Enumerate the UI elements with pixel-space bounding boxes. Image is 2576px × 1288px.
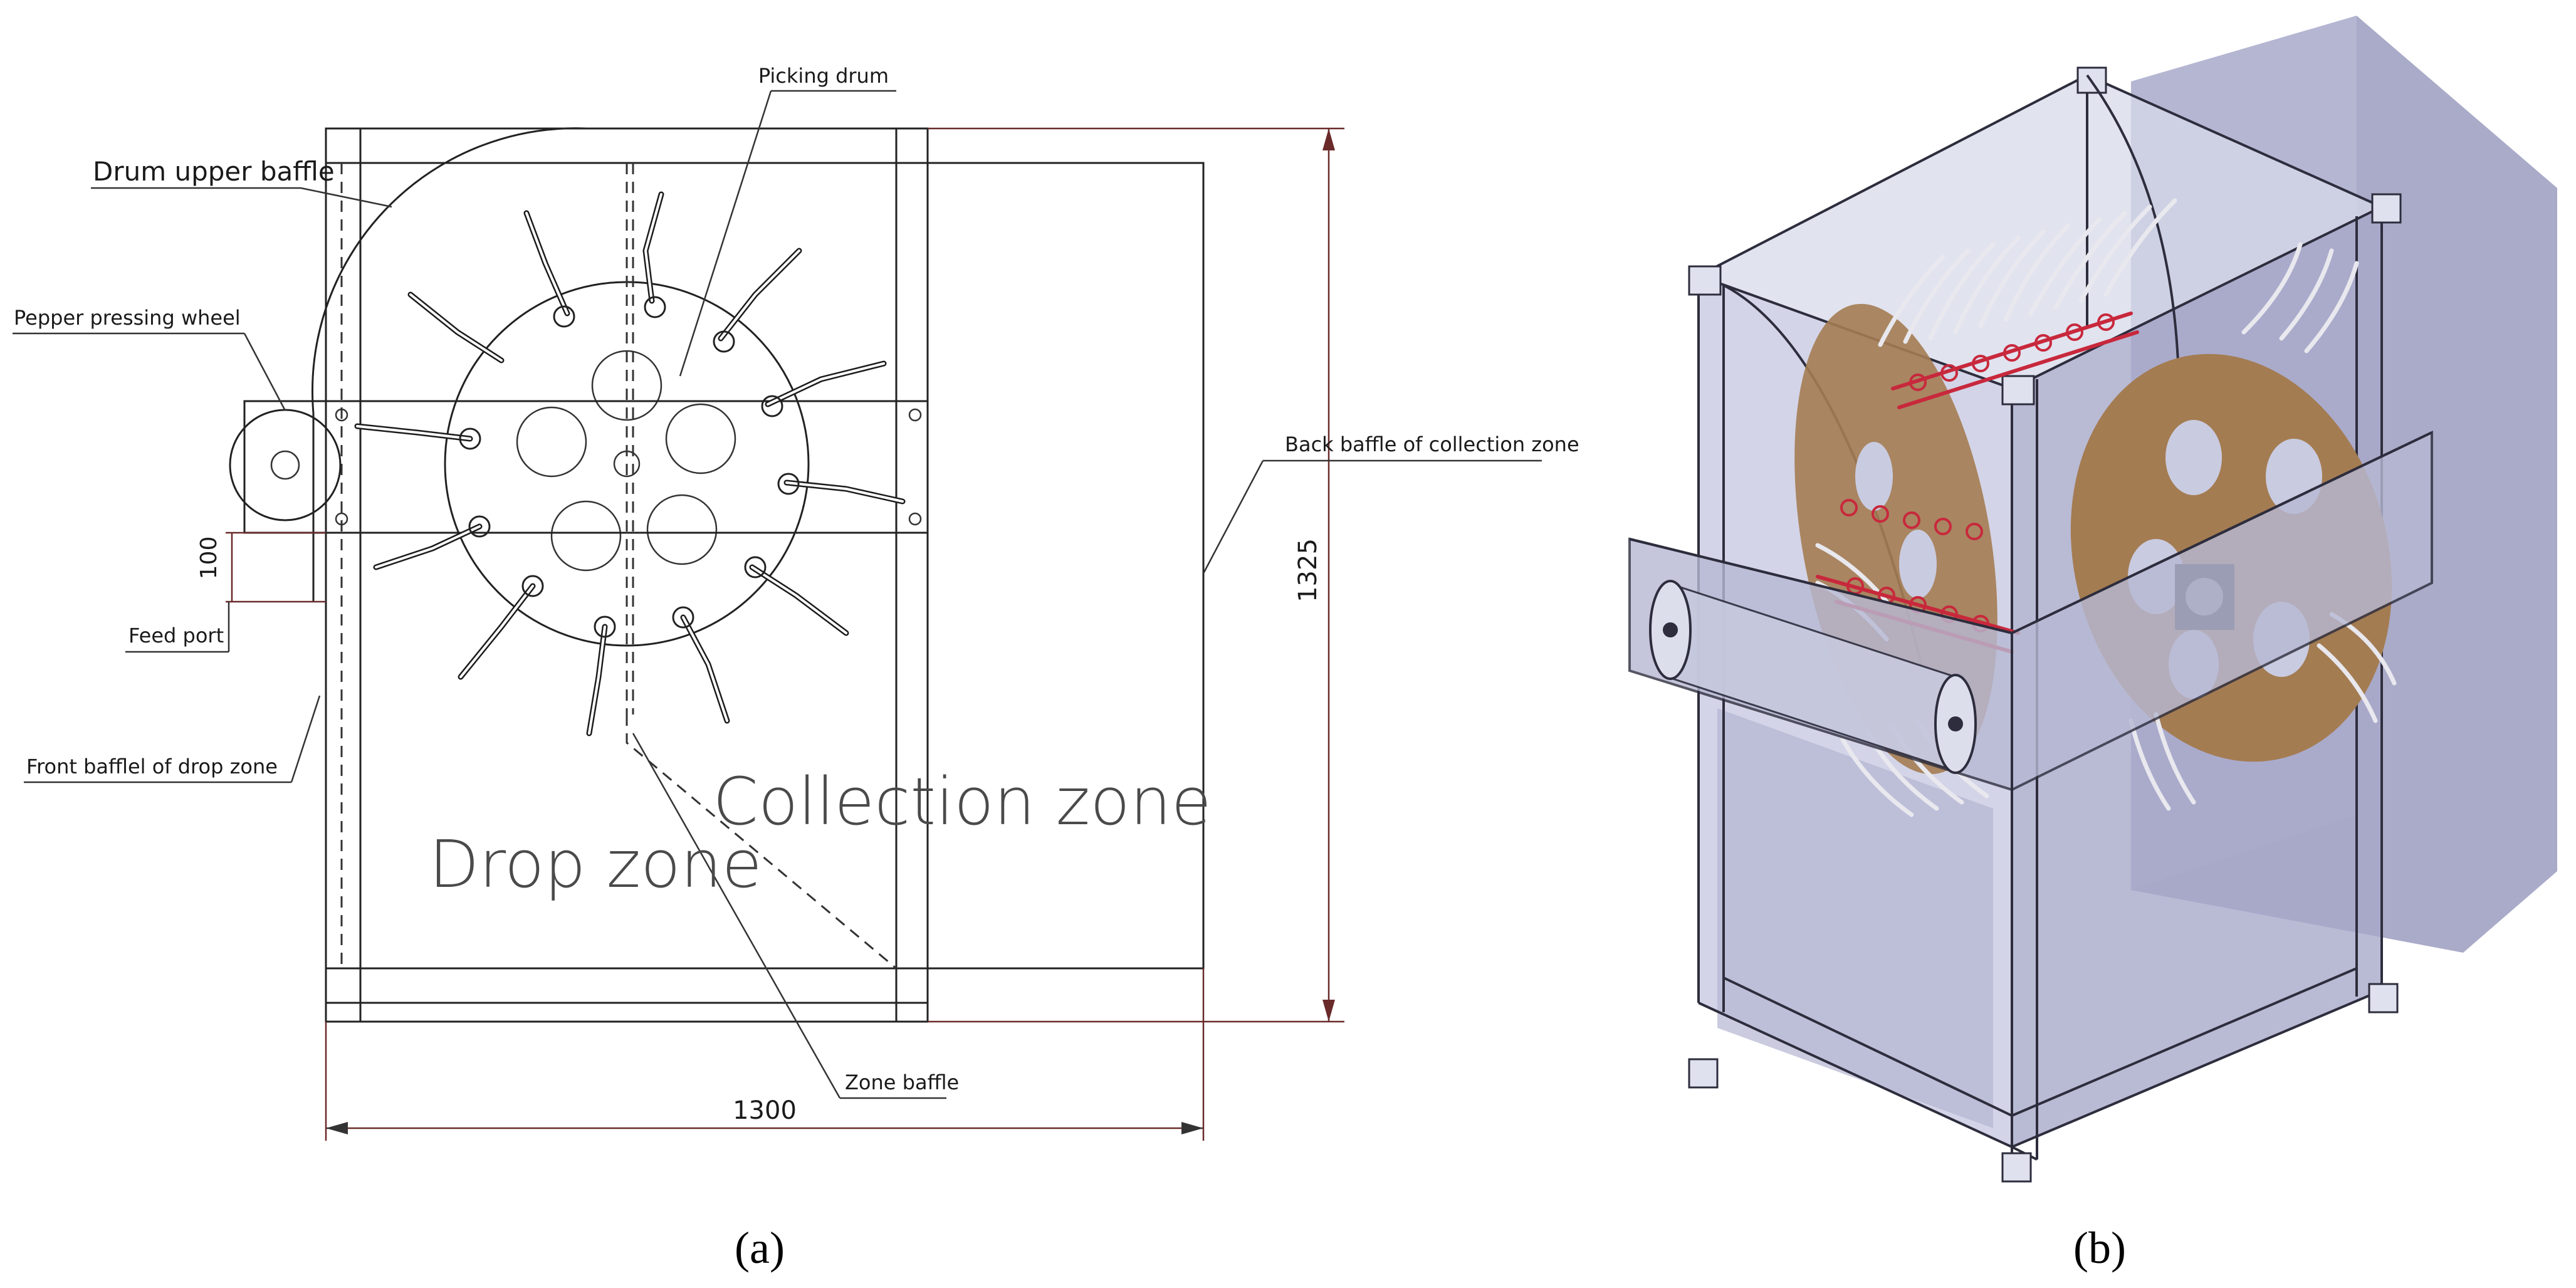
disc-hole (1855, 442, 1893, 511)
label-drop-zone: Drop zone (429, 826, 762, 903)
tine (765, 360, 887, 407)
dim-arrow (1322, 128, 1335, 150)
drum-hole (550, 500, 622, 572)
tine-clamp (468, 515, 491, 538)
tine-clamp (594, 615, 616, 638)
bolt-hole (908, 512, 922, 526)
dim-feed-value: 100 (196, 537, 222, 580)
post-cap (1688, 265, 1722, 296)
dim-arrow (1181, 1122, 1203, 1134)
collection-zone-box (926, 162, 1205, 970)
tine-clamp (553, 305, 575, 328)
label-collection-zone: Collection zone (713, 763, 1212, 840)
roller-axle (1663, 622, 1678, 637)
post-foot (2001, 1152, 2032, 1183)
dim-arrow (326, 1122, 348, 1134)
tine-clamp (644, 296, 666, 318)
label-pepper-pressing-wheel: Pepper pressing wheel (14, 306, 241, 330)
post-foot (1688, 1058, 1719, 1089)
label-back-baffle: Back baffle of collection zone (1285, 432, 1579, 456)
tine-clamp (672, 606, 694, 629)
label-feed-port: Feed port (128, 624, 224, 647)
caption-a: (a) (735, 1223, 785, 1273)
dim-width-value: 1300 (733, 1096, 797, 1125)
disc-hole (1899, 530, 1937, 599)
pressing-beam (243, 400, 929, 534)
leader-line (243, 333, 286, 411)
beam-edge (2011, 431, 2432, 634)
bolt-hole (335, 512, 348, 526)
pepper-pressing-wheel (229, 409, 342, 521)
panel-a-drawing: 1325 1300 100 Picking drum Drum upper ba… (13, 64, 1579, 1273)
bolt-hole (908, 408, 922, 422)
zone-baffle-line (626, 715, 897, 970)
caption-b: (b) (2073, 1223, 2126, 1273)
leader-line (300, 187, 392, 208)
tine-clamp (777, 473, 800, 495)
leader-line (679, 90, 772, 377)
beam-edge (1629, 538, 2013, 634)
tines (354, 191, 906, 736)
post-cap (2001, 375, 2035, 406)
roller-axle (1948, 716, 1963, 731)
dim-height-value: 1325 (1294, 538, 1322, 602)
drum-hole (516, 406, 587, 478)
bolt-hole (335, 408, 348, 422)
label-front-baffle: Front bafflel of drop zone (26, 755, 278, 778)
drum-upper-baffle-arc (312, 127, 587, 602)
tine-clamp (521, 575, 544, 597)
leader-line (632, 733, 841, 1099)
post-cap (2371, 193, 2402, 224)
label-zone-baffle: Zone baffle (845, 1071, 959, 1094)
tine-clamp (744, 556, 767, 579)
pressing-wheel-hub (270, 450, 300, 480)
label-picking-drum: Picking drum (758, 64, 889, 88)
post-foot (2368, 983, 2399, 1013)
dim-arrow (1322, 1000, 1335, 1022)
drum-hole (646, 494, 718, 565)
label-drum-upper-baffle: Drum upper baffle (93, 156, 335, 187)
tine (680, 614, 730, 724)
tine-clamp (761, 395, 783, 417)
leader-line (1202, 460, 1264, 574)
panel-b-render: (b) (1628, 0, 2576, 1273)
drum-hole (665, 403, 736, 474)
disc-hole (2165, 420, 2222, 495)
leader-line (290, 695, 321, 783)
tine-clamp (713, 330, 735, 353)
lower-inner-panel (1717, 708, 1993, 1128)
tine-clamp (459, 427, 481, 450)
